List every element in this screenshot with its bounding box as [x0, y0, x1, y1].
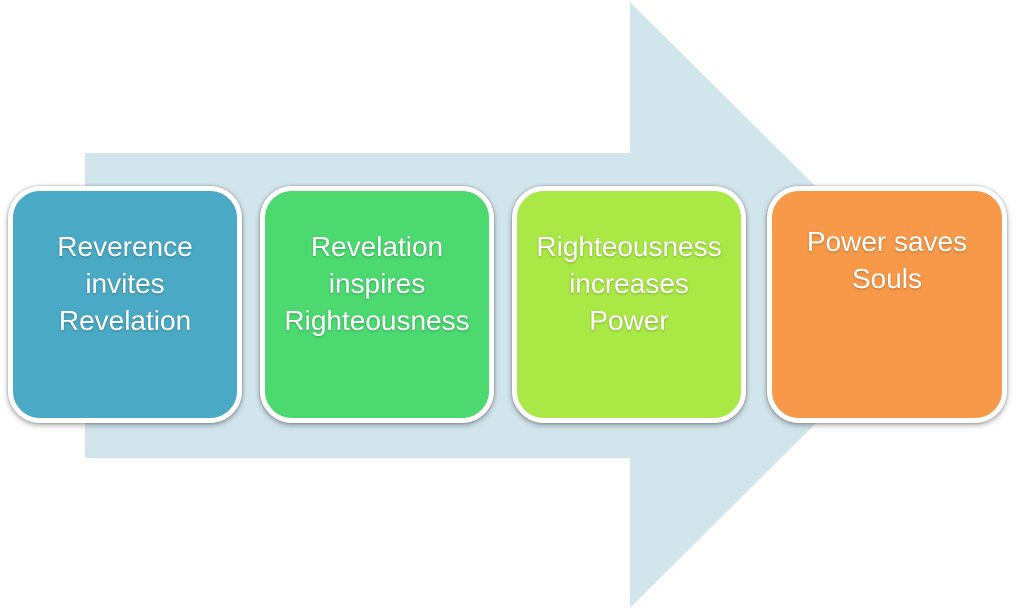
- step-label-3: Righteousness increases Power: [536, 231, 722, 336]
- step-box-3: Righteousness increases Power: [512, 186, 746, 423]
- step-label-2: Revelation inspires Righteousness: [284, 231, 470, 336]
- step-box-2: Revelation inspires Righteousness: [260, 186, 494, 423]
- step-label-1: Reverence invites Revelation: [57, 231, 193, 336]
- step-box-4: Power saves Souls: [767, 186, 1007, 423]
- step-label-4: Power saves Souls: [806, 225, 968, 294]
- step-box-1: Reverence invites Revelation: [8, 186, 242, 423]
- flow-arrow-shape: [85, 2, 935, 608]
